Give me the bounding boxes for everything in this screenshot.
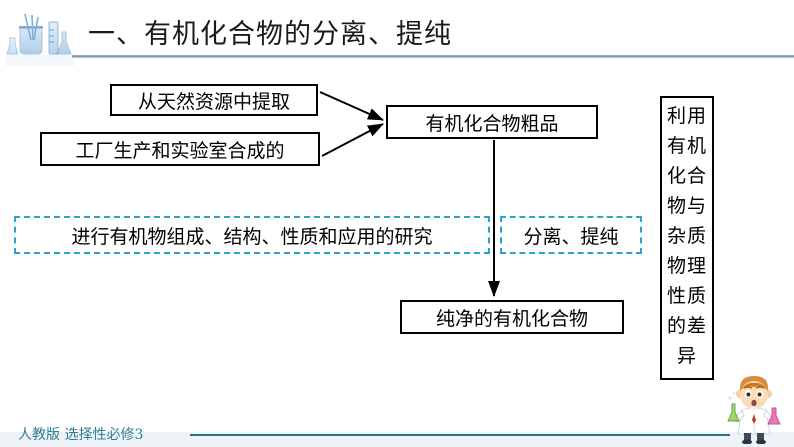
vertical-line-9: 异: [676, 345, 697, 367]
arrow-natural-to-crude: [319, 91, 384, 121]
vertical-line-3: 化合: [666, 165, 707, 187]
flow-box-natural-source[interactable]: 从天然资源中提取: [110, 84, 318, 116]
footer-label: 人教版 选择性必修3: [18, 427, 144, 443]
flow-box-pure-compound[interactable]: 纯净的有机化合物: [400, 300, 624, 334]
vertical-line-7: 性质: [666, 285, 707, 307]
arrow-factory-to-crude: [321, 123, 384, 157]
page-title: 一、有机化合物的分离、提纯: [88, 19, 452, 50]
flow-box-separation-purification[interactable]: 分离、提纯: [500, 216, 642, 254]
lab-glassware-icon: [6, 13, 74, 66]
footer-divider: [190, 434, 730, 436]
vertical-line-8: 的差: [666, 315, 707, 337]
vertical-line-6: 物理: [666, 255, 707, 277]
vertical-line-5: 杂质: [666, 225, 707, 247]
vertical-line-4: 物与: [666, 195, 707, 217]
header-divider: [72, 55, 794, 58]
flow-box-factory-synthesis[interactable]: 工厂生产和实验室合成的: [40, 132, 320, 166]
vertical-line-2: 有机: [666, 135, 707, 157]
vertical-line-1: 利用: [666, 105, 707, 127]
flow-box-research-purpose[interactable]: 进行有机物组成、结构、性质和应用的研究: [14, 216, 490, 254]
cartoon-scientist-icon: [727, 376, 781, 444]
flow-box-crude-product[interactable]: 有机化合物粗品: [386, 105, 598, 139]
flow-box-physical-property-difference[interactable]: 利用 有机 化合 物与 杂质 物理 性质 的差 异: [660, 96, 714, 380]
